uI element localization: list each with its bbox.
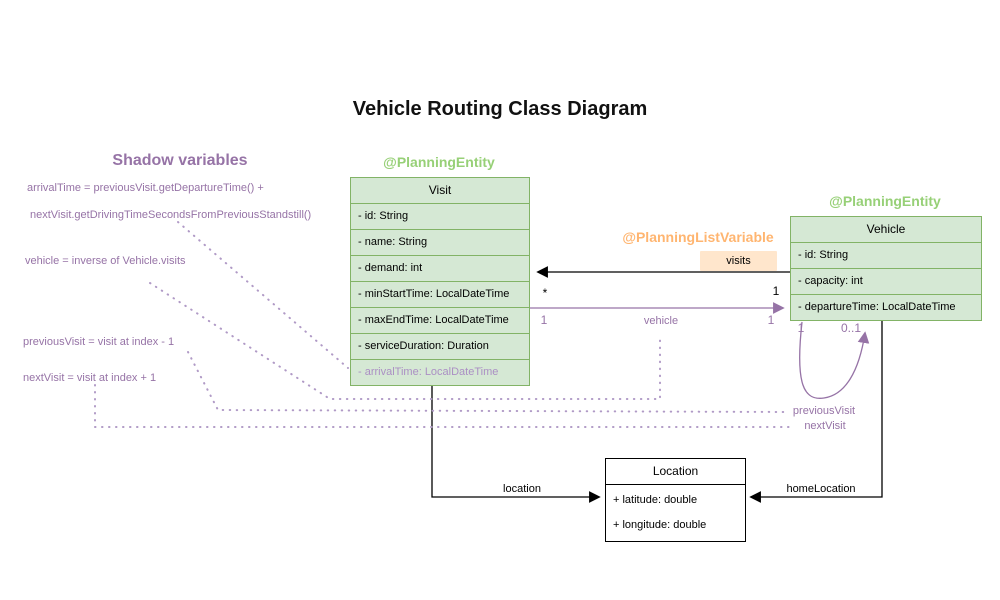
shadow-line-next-visit: nextVisit = visit at index + 1 bbox=[23, 372, 157, 384]
shadow-line-previous-visit: previousVisit = visit at index - 1 bbox=[23, 336, 175, 348]
vehicle-edge-label: vehicle bbox=[643, 315, 679, 327]
home-location-edge-label: homeLocation bbox=[786, 483, 856, 495]
visit-field-demand: - demand: int bbox=[351, 255, 529, 281]
visit-planning-entity-annotation: @PlanningEntity bbox=[383, 154, 495, 170]
visits-edge-label: visits bbox=[700, 251, 777, 271]
visit-field-id: - id: String bbox=[351, 203, 529, 229]
visits-multiplicity-star: * bbox=[542, 286, 548, 300]
vehicle-field-capacity: - capacity: int bbox=[791, 268, 981, 294]
visit-field-max-end-time: - maxEndTime: LocalDateTime bbox=[351, 307, 529, 333]
visit-field-service-duration: - serviceDuration: Duration bbox=[351, 333, 529, 359]
vehicle-planning-entity-annotation: @PlanningEntity bbox=[829, 193, 941, 209]
shadow-line-next-visit-driving: nextVisit.getDrivingTimeSecondsFromPrevi… bbox=[30, 209, 312, 221]
planning-list-variable-annotation: @PlanningListVariable bbox=[622, 229, 774, 245]
location-edge-label: location bbox=[503, 483, 541, 495]
location-class-name: Location bbox=[652, 464, 699, 478]
location-association-arrow bbox=[431, 386, 601, 503]
vehicle-class-box: Vehicle - id: String - capacity: int - d… bbox=[790, 216, 982, 321]
location-field-latitude: + latitude: double bbox=[613, 494, 698, 506]
self-loop-mult-left: 1 bbox=[797, 321, 805, 335]
shadow-line-arrival-time: arrivalTime = previousVisit.getDeparture… bbox=[27, 182, 264, 194]
visit-class-name: Visit bbox=[428, 183, 452, 197]
visit-field-min-start-time: - minStartTime: LocalDateTime bbox=[351, 281, 529, 307]
vehicle-edge-mult-right: 1 bbox=[767, 313, 775, 327]
visits-multiplicity-one: 1 bbox=[772, 284, 780, 298]
vehicle-field-id: - id: String bbox=[791, 242, 981, 268]
shadow-line-vehicle-inverse: vehicle = inverse of Vehicle.visits bbox=[25, 255, 186, 267]
visit-field-arrival-time: - arrivalTime: LocalDateTime bbox=[351, 359, 529, 385]
shadow-variables-heading: Shadow variables bbox=[112, 152, 248, 169]
visit-field-name: - name: String bbox=[351, 229, 529, 255]
location-class-box: Location + latitude: double + longitude:… bbox=[605, 458, 746, 542]
location-field-longitude: + longitude: double bbox=[613, 519, 707, 531]
dotted-link-next-visit bbox=[94, 384, 796, 428]
visit-class-box: Visit - id: String - name: String - dema… bbox=[350, 177, 530, 386]
dotted-link-arrival-time bbox=[177, 221, 349, 369]
vehicle-edge-mult-left: 1 bbox=[540, 313, 548, 327]
page-title: Vehicle Routing Class Diagram bbox=[352, 98, 648, 120]
self-loop-mult-right: 0..1 bbox=[840, 321, 862, 335]
next-visit-edge-label: nextVisit bbox=[804, 420, 846, 432]
vehicle-field-departure-time: - departureTime: LocalDateTime bbox=[791, 294, 981, 320]
vehicle-class-name: Vehicle bbox=[866, 222, 906, 236]
previous-visit-edge-label: previousVisit bbox=[792, 405, 856, 417]
